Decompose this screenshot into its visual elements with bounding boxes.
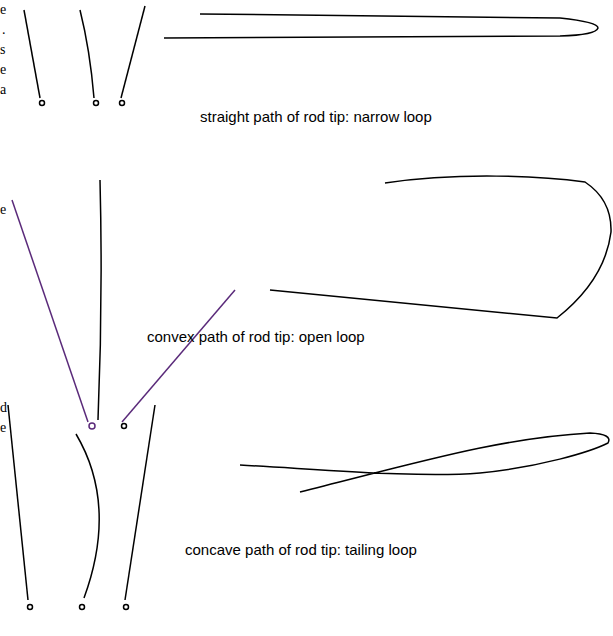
cropped-text: a [0, 82, 6, 98]
cropped-text: e [0, 420, 6, 436]
cropped-text: e [0, 202, 6, 218]
narrow-loop-figure [24, 6, 598, 106]
cropped-text: . [2, 22, 6, 38]
cropped-text: d [0, 400, 7, 416]
open-loop-figure [12, 176, 611, 429]
caption-label: convex path of rod tip: open loop [147, 328, 365, 346]
caption-label: straight path of rod tip: narrow loop [200, 108, 432, 126]
cropped-text: s [0, 42, 5, 58]
cropped-text: e [0, 62, 6, 78]
cropped-text: e [0, 2, 6, 18]
tailing-loop-figure [8, 405, 609, 610]
caption-label: concave path of rod tip: tailing loop [185, 541, 417, 559]
